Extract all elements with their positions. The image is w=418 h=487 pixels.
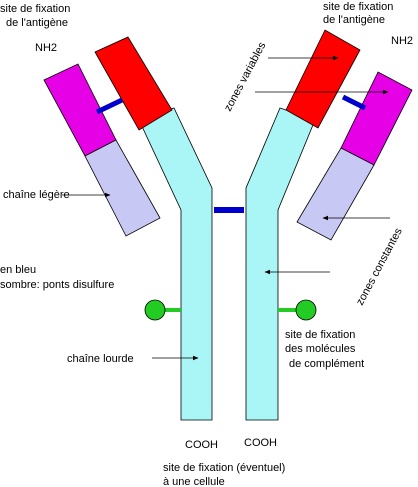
disulfide-bridge-light-heavy-right [341,94,367,111]
cooh-label-left: COOH [185,439,218,451]
disulfide-bridge-light-heavy-left [95,97,124,115]
complement-site-left [144,299,166,321]
complement-site-right [295,299,317,321]
light-chain-label: chaîne légère [3,189,70,201]
antigen-site-label-right: site de fixation de l'antigène [323,1,396,26]
nh2-label-left: NH2 [35,42,57,54]
variable-zones-label: zones variables [222,40,269,114]
cooh-label-right: COOH [244,437,277,449]
nh2-label-right: NH2 [391,35,413,47]
light-constant-domain-right [296,147,375,241]
heavy-variable-domain-left [94,36,173,131]
antigen-site-label-left: site de fixation de l'antigène [0,3,73,29]
heavy-chain-left [138,107,213,421]
heavy-chain-label: chaîne lourde [67,353,134,365]
light-variable-domain-right [340,71,413,166]
heavy-variable-domain-right [285,29,361,129]
disulfide-note: en bleu sombre: ponts disulfure [0,264,114,291]
constant-zones-label: zones constantes [354,226,405,308]
cell-site-label: site de fixation (éventuel) à une cellul… [163,462,288,487]
complement-site-label: site de fixation des molécules de complé… [285,329,364,370]
heavy-chain-right [245,107,316,421]
light-constant-domain-left [84,139,161,237]
